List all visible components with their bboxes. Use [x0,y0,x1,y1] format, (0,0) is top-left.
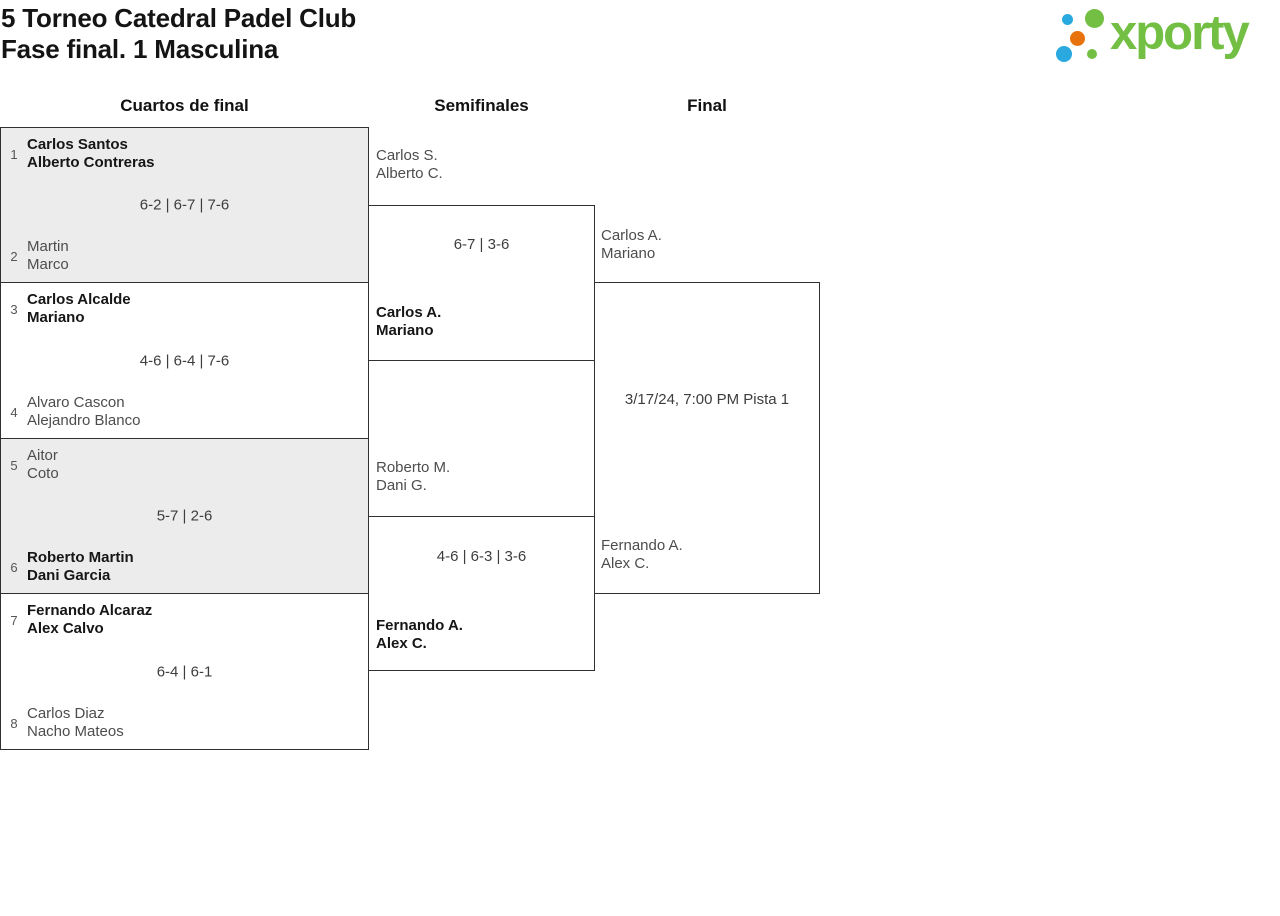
player-name: Alvaro Cascon [27,394,125,411]
team-names: Carlos A. Mariano [376,304,441,340]
match-schedule: 3/17/24, 7:00 PM Pista 1 [624,391,790,408]
team-row: 8 Carlos Diaz Nacho Mateos [1,705,124,741]
player-name: Carlos A. [376,304,442,321]
xporty-logo[interactable]: xporty [1050,0,1280,75]
player-name: Carlos Diaz [27,705,105,722]
player-name: Marco [27,256,69,273]
match-quarterfinal-3[interactable]: 5 Aitor Coto 5-7 | 2-6 6 Roberto Martin … [0,438,369,594]
match-semifinal-2[interactable] [368,516,595,671]
player-name: Coto [27,465,59,482]
team-names: Roberto M. Dani G. [376,459,450,495]
seed-number: 7 [10,612,18,628]
team-names: Carlos S. Alberto C. [376,147,443,183]
seed-number: 4 [10,404,18,420]
match-score: 6-4 | 6-1 [156,663,213,680]
team-row: 5 Aitor Coto [1,447,59,483]
player-name: Martin [27,238,69,255]
team-row: 3 Carlos Alcalde Mariano [1,291,131,327]
seed-number: 1 [10,146,18,162]
player-name: Mariano [376,322,434,339]
player-name: Alex C. [376,635,427,652]
player-name: Fernando Alcaraz [27,602,153,619]
match-semifinal-1[interactable] [368,205,595,361]
player-name: Carlos Alcalde [27,291,131,308]
team-row: 2 Martin Marco [1,238,69,274]
round-header-quarterfinals: Cuartos de final [120,96,249,115]
team-row: 4 Alvaro Cascon Alejandro Blanco [1,394,140,430]
player-name: Carlos A. [601,227,662,244]
seed-number: 2 [10,248,18,264]
team-names: Fernando A. Alex C. [376,617,463,653]
team-row: 1 Carlos Santos Alberto Contreras [1,136,155,172]
seed-number: 3 [10,301,18,317]
team-names: Carlos Alcalde Mariano [27,291,131,327]
seed-number: 8 [10,715,18,731]
player-name: Fernando A. [601,537,683,554]
team-names: Carlos A. Mariano [601,227,662,263]
player-name: Alejandro Blanco [27,412,141,429]
xporty-wordmark: xporty [1110,6,1250,60]
team-names: Aitor Coto [27,447,59,483]
logo-dot-green-large-icon [1085,9,1104,28]
team-names: Carlos Santos Alberto Contreras [27,136,155,172]
match-score: 6-2 | 6-7 | 7-6 [139,196,230,214]
team-names: Fernando Alcaraz Alex Calvo [27,602,152,638]
logo-dot-blue-small-icon [1062,14,1073,25]
team-names: Carlos Diaz Nacho Mateos [27,705,124,741]
player-name: Alberto Contreras [27,154,155,171]
player-name: Mariano [601,245,656,262]
player-name: Alex Calvo [27,620,104,637]
round-header-final: Final [687,96,727,115]
match-score: 4-6 | 6-4 | 7-6 [139,352,230,369]
match-score: 6-7 | 3-6 [453,236,510,253]
player-name: Dani G. [376,477,427,494]
match-quarterfinal-4[interactable]: 7 Fernando Alcaraz Alex Calvo 6-4 | 6-1 … [0,593,369,750]
match-quarterfinal-1[interactable]: 1 Carlos Santos Alberto Contreras 6-2 | … [0,127,369,283]
page-title: 5 Torneo Catedral Padel Club Fase final.… [1,3,356,65]
logo-dot-blue-large-icon [1056,46,1072,62]
round-header-semifinals: Semifinales [434,96,529,115]
player-name: Alberto C. [376,165,443,182]
match-score: 5-7 | 2-6 [156,507,213,525]
player-name: Alex C. [601,555,650,572]
match-final[interactable] [594,282,820,594]
team-names: Martin Marco [27,238,69,274]
tournament-name: 5 Torneo Catedral Padel Club [1,3,357,33]
player-name: Nacho Mateos [27,723,124,740]
match-quarterfinal-2[interactable]: 3 Carlos Alcalde Mariano 4-6 | 6-4 | 7-6… [0,282,369,439]
match-score: 4-6 | 6-3 | 3-6 [436,548,527,565]
team-row: 7 Fernando Alcaraz Alex Calvo [1,602,152,638]
team-names: Alvaro Cascon Alejandro Blanco [27,394,140,430]
team-row: 6 Roberto Martin Dani Garcia [1,549,134,585]
team-names: Fernando A. Alex C. [601,537,683,573]
seed-number: 6 [10,559,18,575]
phase-category: Fase final. 1 Masculina [1,34,279,64]
logo-dot-orange-icon [1070,31,1085,46]
logo-dot-green-small-icon [1087,49,1097,59]
player-name: Roberto Martin [27,549,134,566]
player-name: Carlos Santos [27,136,128,153]
team-names: Roberto Martin Dani Garcia [27,549,134,585]
player-name: Carlos S. [376,147,438,164]
player-name: Mariano [27,309,85,326]
player-name: Dani Garcia [27,567,111,584]
player-name: Fernando A. [376,617,463,634]
player-name: Aitor [27,447,58,464]
seed-number: 5 [10,457,18,473]
player-name: Roberto M. [376,459,451,476]
